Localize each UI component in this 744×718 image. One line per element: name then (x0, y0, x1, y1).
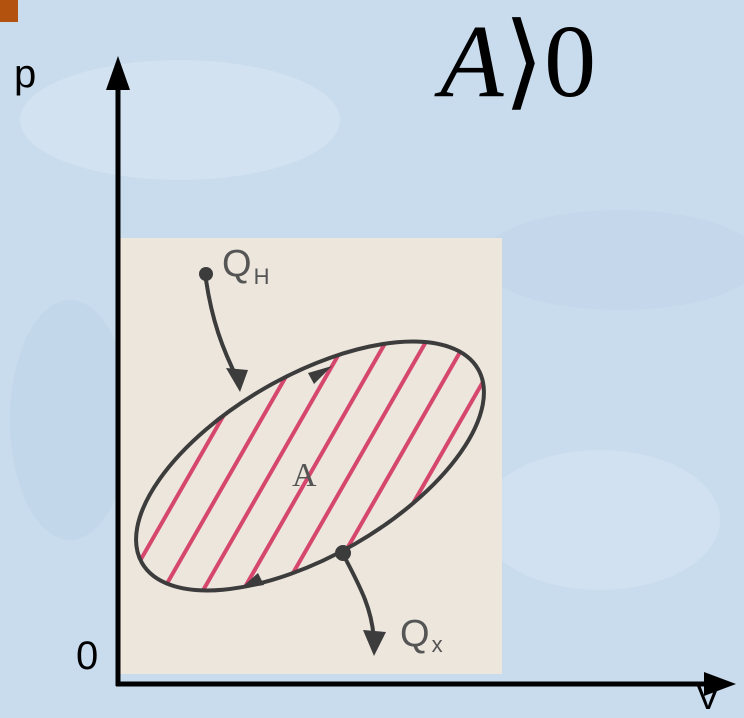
heat-out-arrowhead (363, 630, 386, 656)
formula-value: 0 (544, 4, 597, 119)
area-label: A (292, 457, 317, 494)
y-axis-arrowhead (106, 56, 130, 90)
heat-out-dot (335, 545, 351, 561)
thermodynamic-cycle (134, 339, 486, 593)
x-axis-arrowhead (704, 672, 736, 696)
heat-in-dot (199, 267, 213, 281)
accent-bar (0, 0, 18, 22)
background-texture (10, 60, 744, 590)
x-axis-label: V (696, 676, 721, 717)
cycle-direction-arrow-bottom (240, 573, 264, 589)
heat-in-label: QH (222, 243, 269, 289)
cycle-direction-arrow-top (308, 366, 332, 384)
heat-out-label: Qx (400, 613, 443, 657)
formula-relation: ⟩ (503, 4, 545, 119)
heat-in-arrowhead (226, 368, 248, 392)
work-positive-formula: A⟩0 (440, 10, 596, 114)
origin-label: 0 (76, 634, 99, 678)
formula-variable: A (440, 4, 504, 119)
y-axis-label: p (14, 52, 37, 96)
diagram-paper (118, 238, 502, 674)
